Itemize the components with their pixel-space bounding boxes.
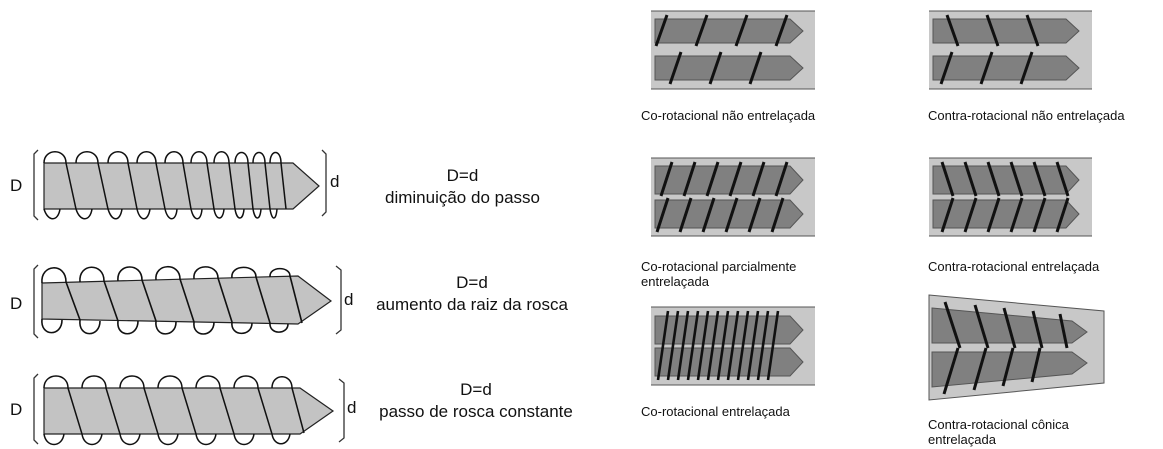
d-label: d: [330, 172, 340, 191]
flights: [939, 14, 1040, 85]
single-screw-decreasing-pitch: [33, 149, 327, 221]
screw-lower: [931, 351, 1088, 388]
flights: [654, 14, 789, 85]
caption-twin-1: Co-rotacional não entrelaçada: [641, 108, 816, 123]
D-label: D: [10, 294, 23, 313]
screw-description: diminuição do passo: [385, 188, 540, 207]
flights: [655, 161, 789, 233]
single-screw-constant-pitch: [33, 373, 345, 446]
caption-twin-2: Contra-rotacional não entrelaçada: [928, 108, 1125, 123]
caption-twin-4: Contra-rotacional entrelaçada: [928, 259, 1100, 274]
screw-description: passo de rosca constante: [379, 402, 573, 421]
screw-body: [43, 162, 320, 210]
D-bracket: [33, 264, 39, 339]
screw-upper: [932, 165, 1080, 195]
helical-flights: [43, 375, 305, 446]
screw-upper: [932, 18, 1080, 44]
twin-co-rotating-intermeshing: [651, 306, 815, 386]
d-label: d: [344, 290, 354, 309]
twin-co-rotating-partially-intermeshing: [651, 157, 815, 237]
flights: [942, 301, 1069, 395]
screw-lower: [932, 55, 1080, 81]
d-bracket: [338, 378, 345, 443]
D-label: D: [10, 176, 23, 195]
screw-upper: [654, 18, 804, 44]
twin-counter-rotating-non-intermeshing: [929, 10, 1092, 90]
flights: [656, 310, 780, 381]
caption-twin-3: Co-rotacional parcialmente entrelaçada: [641, 259, 797, 289]
D-bracket: [33, 373, 39, 445]
screw-lower: [932, 199, 1080, 229]
twin-co-rotating-non-intermeshing: [651, 10, 815, 90]
d-bracket: [335, 265, 342, 335]
helical-flights: [41, 265, 303, 335]
flights: [940, 161, 1070, 233]
twin-counter-rotating-conical-intermeshing: [928, 294, 1105, 401]
caption-twin-6: Contra-rotacional cônica entrelaçada: [928, 417, 1069, 447]
equation-label: D=d: [446, 166, 479, 185]
equation-label: D=d: [456, 273, 488, 292]
screw-lower: [654, 199, 804, 229]
d-bracket: [321, 149, 327, 217]
screw-lower: [654, 55, 804, 81]
twin-counter-rotating-intermeshing: [929, 157, 1092, 237]
d-label: d: [347, 398, 357, 417]
screw-description: aumento da raiz da rosca: [376, 295, 568, 314]
single-screw-increasing-root: [33, 264, 342, 339]
helical-flights: [43, 151, 287, 220]
D-label: D: [10, 400, 23, 419]
caption-twin-5: Co-rotacional entrelaçada: [641, 404, 790, 419]
equation-label: D=d: [460, 380, 492, 399]
D-bracket: [33, 149, 39, 221]
